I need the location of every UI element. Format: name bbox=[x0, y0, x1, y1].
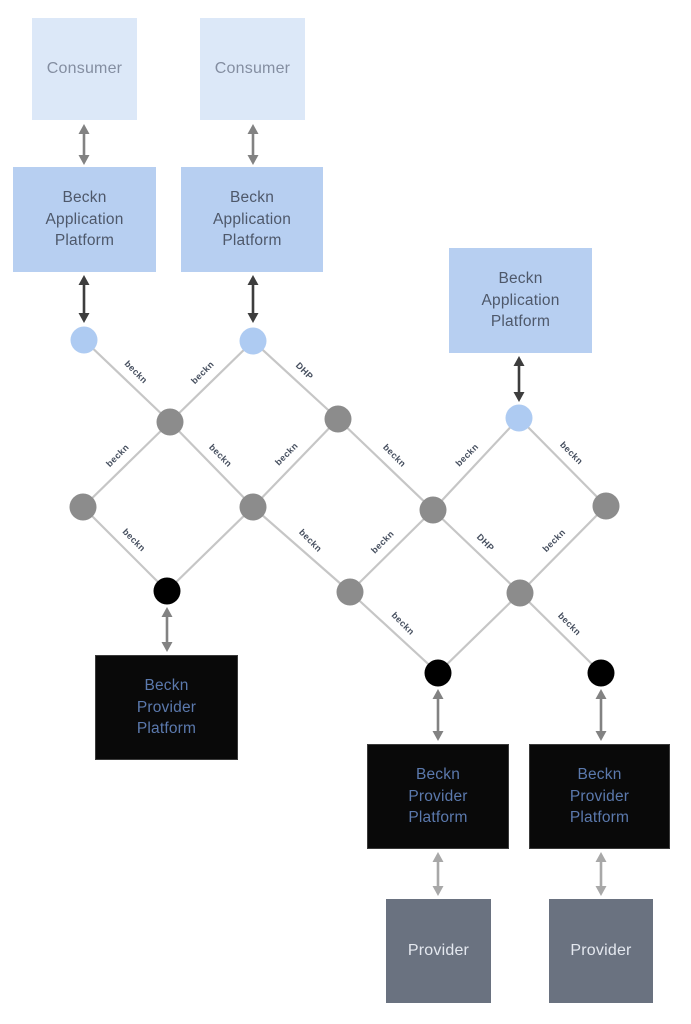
double-arrow-icon bbox=[432, 689, 444, 741]
mesh-edge bbox=[252, 340, 339, 420]
mesh-edge bbox=[166, 506, 254, 592]
mesh-edge bbox=[169, 340, 254, 423]
double-arrow-icon bbox=[247, 275, 259, 323]
mesh-edge bbox=[437, 592, 521, 674]
beckn-provider-platform-box-2: Beckn Provider Platform bbox=[367, 744, 509, 849]
mesh-node-black bbox=[153, 577, 181, 605]
mesh-node-black bbox=[587, 659, 615, 687]
consumer-box-1: Consumer bbox=[32, 18, 137, 120]
double-arrow-icon bbox=[595, 689, 607, 741]
mesh-node-blue bbox=[505, 404, 533, 432]
mesh-node-blue bbox=[239, 327, 267, 355]
mesh-edge bbox=[432, 509, 521, 594]
double-arrow-icon bbox=[161, 607, 173, 652]
mesh-edge bbox=[349, 509, 434, 593]
mesh-node-gray bbox=[506, 579, 534, 607]
beckn-provider-platform-box-3: Beckn Provider Platform bbox=[529, 744, 670, 849]
mesh-edge bbox=[83, 339, 171, 423]
mesh-node-gray bbox=[324, 405, 352, 433]
mesh-edge bbox=[337, 418, 434, 511]
mesh-node-gray bbox=[156, 408, 184, 436]
mesh-edge bbox=[519, 505, 607, 594]
mesh-edge bbox=[82, 421, 171, 508]
beckn-application-platform-box-3: Beckn Application Platform bbox=[449, 248, 592, 353]
double-arrow-icon bbox=[513, 356, 525, 402]
mesh-node-black bbox=[424, 659, 452, 687]
beckn-provider-platform-box-1: Beckn Provider Platform bbox=[95, 655, 238, 760]
mesh-node-gray bbox=[239, 493, 267, 521]
mesh-node-gray bbox=[592, 492, 620, 520]
double-arrow-icon bbox=[78, 275, 90, 323]
mesh-edge bbox=[82, 506, 168, 592]
double-arrow-icon bbox=[595, 852, 607, 896]
mesh-node-blue bbox=[70, 326, 98, 354]
mesh-edge bbox=[349, 591, 439, 674]
beckn-application-platform-box-2: Beckn Application Platform bbox=[181, 167, 323, 272]
edge-label: DHP bbox=[294, 360, 315, 381]
double-arrows bbox=[78, 124, 607, 896]
mesh-edge bbox=[169, 421, 254, 508]
double-arrow-icon bbox=[78, 124, 90, 165]
provider-box-1: Provider bbox=[386, 899, 491, 1003]
mesh-edges bbox=[82, 339, 607, 674]
mesh-edge bbox=[518, 417, 607, 507]
beckn-application-platform-box-1: Beckn Application Platform bbox=[13, 167, 156, 272]
mesh-edge bbox=[519, 592, 602, 674]
mesh-edge bbox=[432, 417, 520, 511]
provider-box-2: Provider bbox=[549, 899, 653, 1003]
consumer-box-2: Consumer bbox=[200, 18, 305, 120]
mesh-nodes bbox=[69, 326, 620, 687]
double-arrow-icon bbox=[432, 852, 444, 896]
mesh-edge bbox=[252, 418, 339, 508]
mesh-edge bbox=[252, 506, 351, 593]
edge-label: DHP bbox=[475, 532, 496, 553]
mesh-node-gray bbox=[336, 578, 364, 606]
mesh-node-gray bbox=[69, 493, 97, 521]
double-arrow-icon bbox=[247, 124, 259, 165]
mesh-node-gray bbox=[419, 496, 447, 524]
